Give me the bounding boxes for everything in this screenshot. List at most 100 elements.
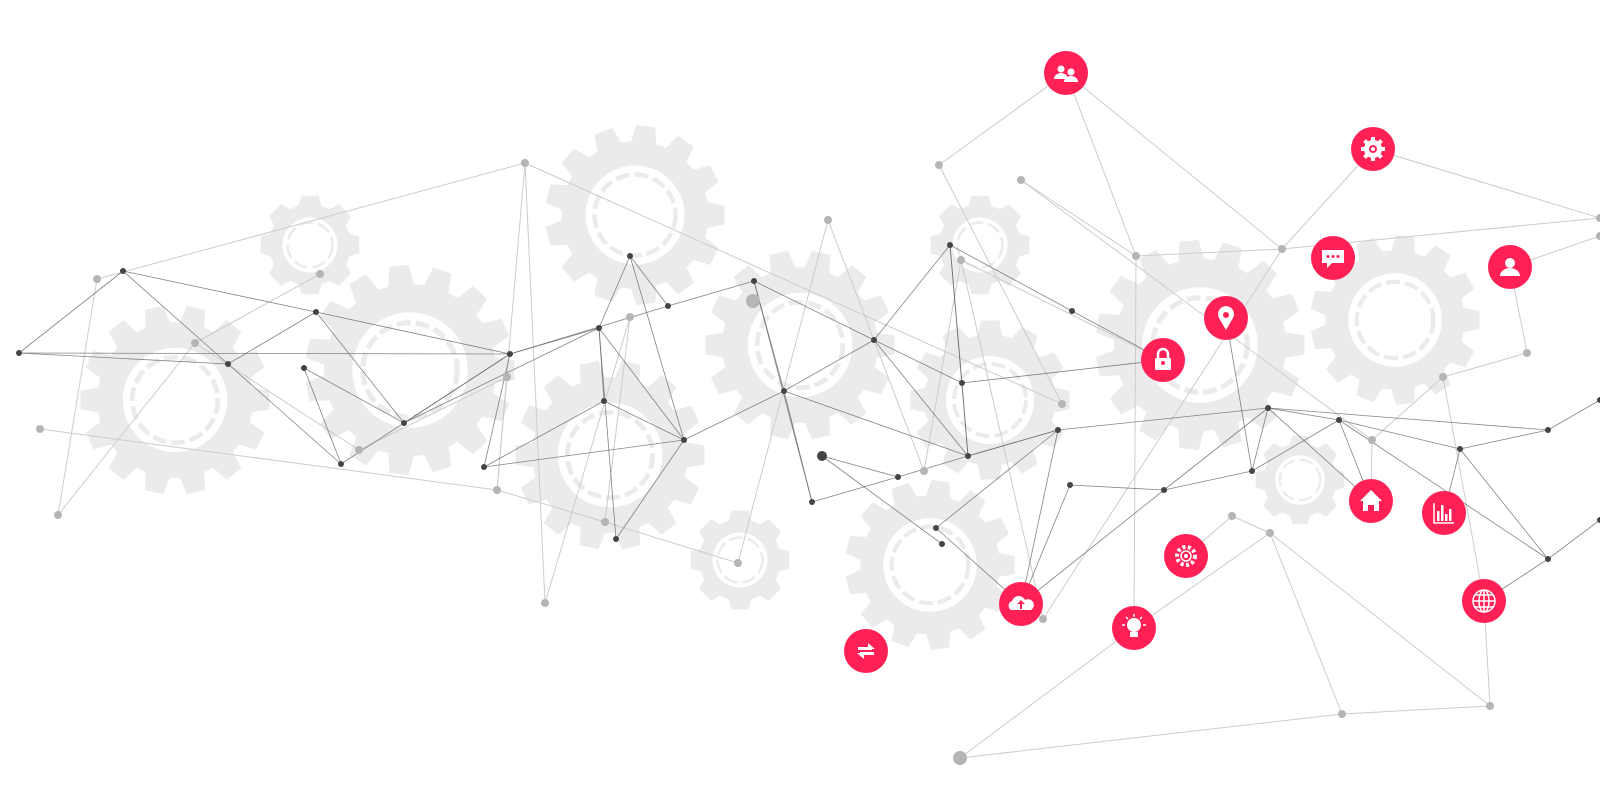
network-line [629, 255, 685, 441]
gear-inner-ring [1278, 458, 1322, 502]
network-node [301, 365, 307, 371]
network-line [483, 439, 685, 468]
network-node [1596, 214, 1600, 222]
network-line [598, 327, 617, 540]
network-line [18, 352, 229, 365]
gear-inner-ring [1150, 295, 1250, 395]
network-node [781, 388, 787, 394]
network-nodes [16, 159, 1600, 765]
network-line [1133, 255, 1137, 629]
gear-inner-ring [360, 320, 460, 420]
network-node [871, 337, 877, 343]
network-line [598, 255, 631, 329]
network-node [1597, 517, 1600, 523]
network-node [959, 380, 965, 386]
network-line [1069, 484, 1165, 491]
network-line [598, 327, 685, 441]
network-line [967, 429, 1059, 457]
network-line [753, 280, 875, 341]
network-node [817, 451, 827, 461]
network-line [496, 489, 606, 523]
network-line [1281, 148, 1374, 250]
network-line [1338, 419, 1461, 450]
user-icon [1500, 258, 1520, 276]
lightbulb-icon [1122, 614, 1146, 637]
bar-chart-icon [1433, 503, 1454, 524]
network-node [751, 278, 757, 284]
gear-shape [705, 250, 895, 440]
lock-icon [1155, 347, 1171, 370]
network-node [338, 461, 344, 467]
network-line [1341, 705, 1491, 715]
network-line [683, 390, 785, 441]
network-node [1266, 529, 1274, 537]
cloud-upload-badge [999, 582, 1043, 626]
network-line [897, 455, 969, 478]
network-node [613, 536, 619, 542]
gear-inner-ring [952, 362, 1028, 438]
network-line [1459, 448, 1549, 560]
network-line [783, 339, 875, 392]
network-node [16, 350, 22, 356]
network-line [544, 316, 631, 604]
gear-shape [1095, 240, 1305, 450]
network-node [965, 453, 971, 459]
network-node [93, 275, 101, 283]
gear-shape [930, 195, 1030, 295]
network-line [604, 521, 739, 564]
icon-badges [844, 51, 1532, 673]
network-line [524, 162, 1063, 405]
network-line [227, 311, 317, 365]
network-line [1020, 429, 1059, 605]
network-line [1267, 407, 1340, 421]
network-node [935, 161, 943, 169]
network-node [1265, 405, 1271, 411]
bar-chart-badge [1422, 491, 1466, 535]
users-badge [1044, 51, 1088, 95]
network-node [1336, 417, 1342, 423]
badge-circle [1044, 51, 1088, 95]
location-pin-badge [1204, 296, 1248, 340]
network-line [935, 429, 1059, 529]
network-line [57, 278, 98, 516]
gear-shape [1310, 235, 1480, 405]
network-line [811, 476, 899, 503]
network-line [1065, 72, 1283, 250]
network-line [1269, 532, 1491, 707]
network-line [1133, 532, 1271, 629]
network-node [953, 751, 967, 765]
location-pin-icon [1218, 306, 1234, 330]
gear-shape [515, 360, 705, 550]
network-line [959, 713, 1343, 759]
network-line [1269, 532, 1343, 715]
network-line [303, 367, 405, 424]
network-line [1251, 407, 1269, 472]
chat-icon [1322, 250, 1344, 268]
network-node [481, 464, 487, 470]
network-line [315, 311, 511, 355]
network-node [1545, 556, 1551, 562]
network-line [1267, 407, 1372, 502]
network-node [1161, 487, 1167, 493]
network-node [1249, 468, 1255, 474]
network-node [1338, 710, 1346, 718]
network-line [340, 353, 511, 465]
network-node [920, 467, 928, 475]
network-lines [18, 72, 1600, 759]
chat-badge [1311, 236, 1355, 280]
network-line [1371, 376, 1444, 441]
network-node [521, 159, 529, 167]
network-node [601, 398, 607, 404]
gear-inner-ring [564, 409, 656, 501]
network-node [596, 325, 602, 331]
network-node [665, 303, 671, 309]
home-badge [1349, 479, 1393, 523]
gear-inner-ring [286, 221, 334, 269]
network-line [961, 359, 1164, 384]
network-node [1067, 482, 1073, 488]
network-node [1368, 436, 1376, 444]
network-line [194, 342, 360, 451]
network-node [933, 525, 939, 531]
network-line [96, 162, 526, 280]
network-line [194, 273, 321, 344]
